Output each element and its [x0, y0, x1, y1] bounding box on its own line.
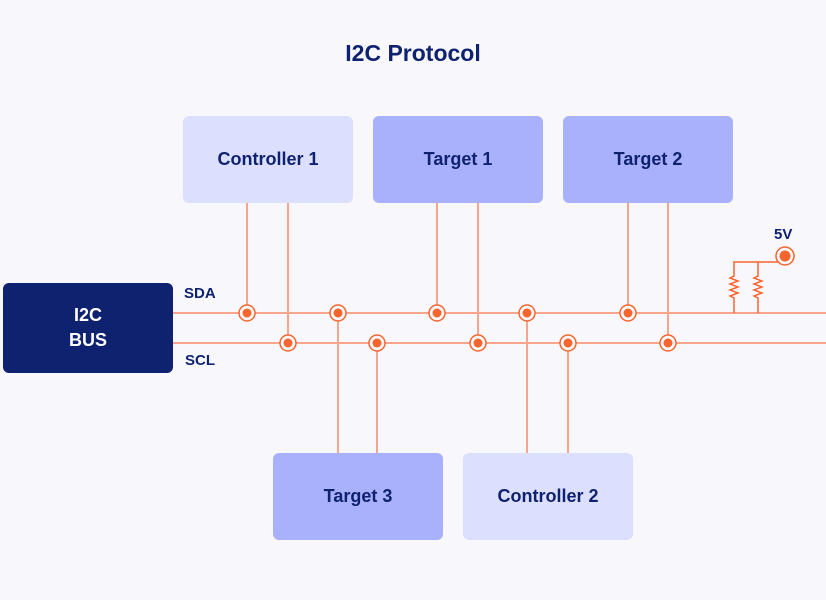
i2c-bus-box: I2C BUS	[3, 283, 173, 373]
diagram-title: I2C Protocol	[345, 40, 481, 66]
voltage-label: 5V	[774, 226, 793, 243]
bus-label-1: I2C	[73, 305, 102, 325]
scl-label: SCL	[185, 352, 215, 369]
controller-1-box: Controller 1	[183, 116, 353, 203]
target-2-box: Target 2	[563, 116, 733, 203]
controller-2-box: Controller 2	[463, 453, 633, 540]
nodes	[238, 246, 795, 352]
bus-label-2: BUS	[68, 330, 107, 350]
pull-up-resistors	[727, 261, 785, 313]
target-3-box: Target 3	[273, 453, 443, 540]
target-1-box: Target 1	[373, 116, 543, 203]
sda-label: SDA	[184, 285, 216, 302]
